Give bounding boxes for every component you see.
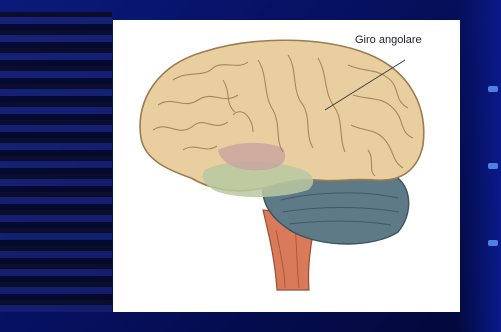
brain-illustration [113,20,460,312]
bullet-marker-icon [488,86,498,92]
bullet-marker-icon [488,163,498,169]
left-stripe-decoration [0,12,112,312]
figure-label: Giro angolare [355,34,422,46]
figure-panel: Giro angolare [113,20,460,312]
bullet-marker-icon [488,240,498,246]
